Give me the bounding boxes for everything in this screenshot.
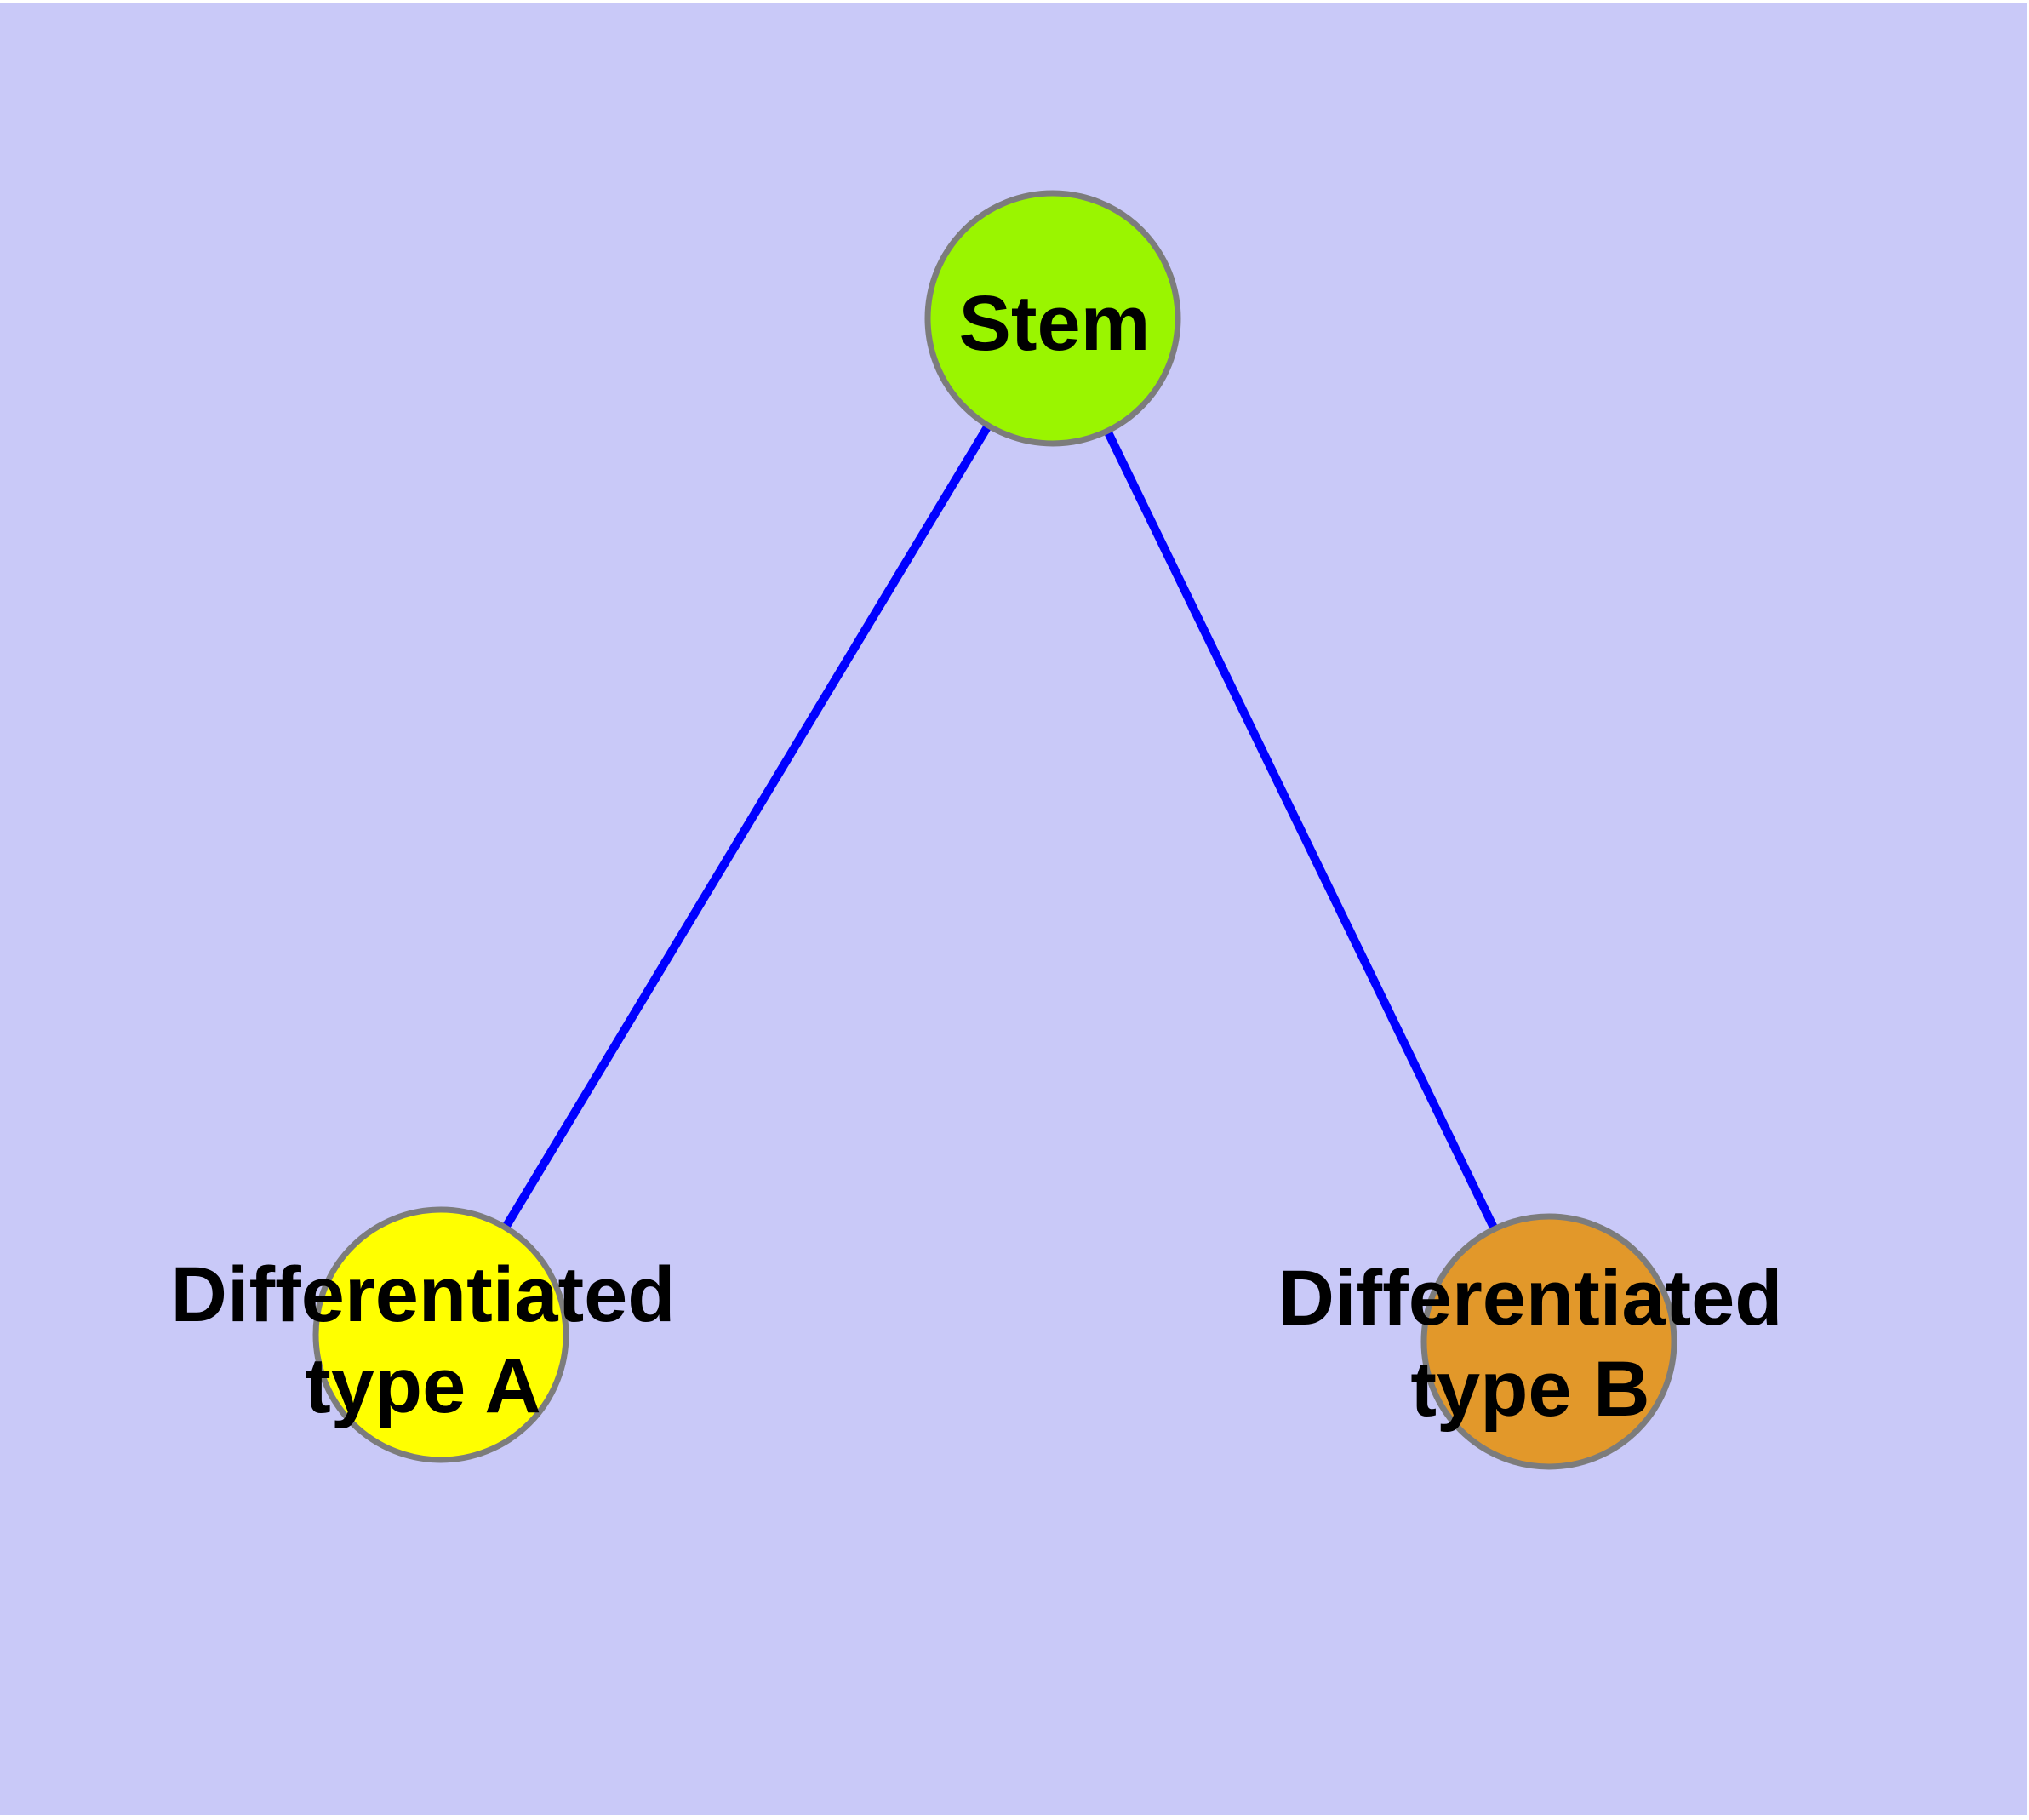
node-label-stem-line-0: Stem xyxy=(959,280,1151,367)
node-label-diff-type-a-line-1: type A xyxy=(305,1342,541,1429)
node-label-diff-type-b-line-1: type B xyxy=(1410,1346,1649,1433)
graph-node-diff-type-a xyxy=(312,1206,569,1463)
node-label-diff-type-b-line-0: Differentiated xyxy=(1278,1255,1783,1342)
graph-node-diff-type-b xyxy=(1420,1213,1677,1470)
graph-edge-stem-diff-type-a xyxy=(437,316,1057,1337)
node-label-diff-type-a-line-0: Differentiated xyxy=(171,1251,676,1338)
graph-node-stem xyxy=(924,190,1181,447)
graph-edge-stem-diff-type-b xyxy=(1049,316,1553,1344)
